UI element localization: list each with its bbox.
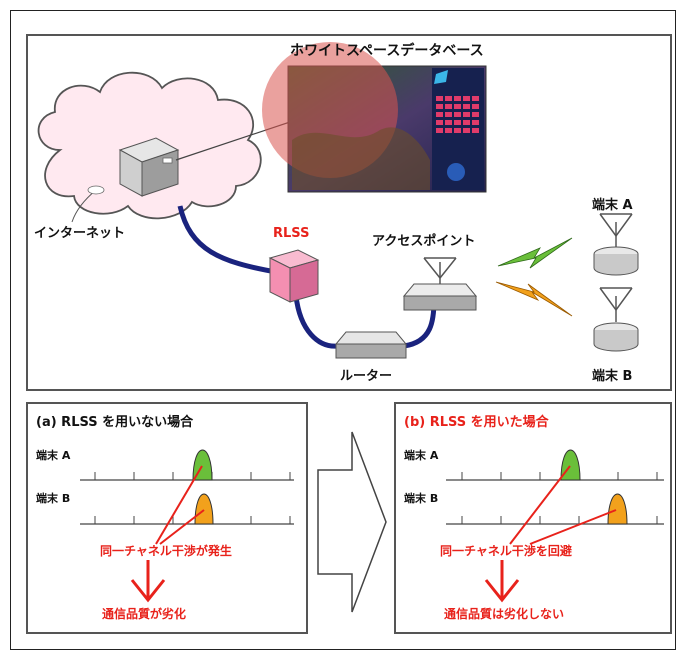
internet-label: インターネット bbox=[34, 226, 126, 241]
router-label: ルーター bbox=[340, 369, 393, 384]
rlss-label: RLSS bbox=[273, 226, 310, 241]
panel-a-interference: 同一チャネル干渉が発生 bbox=[100, 544, 232, 558]
panel-b-row-terminal-a: 端末 A bbox=[404, 449, 439, 462]
down-arrow-icon bbox=[484, 560, 520, 603]
panel-b-pointer-b bbox=[529, 509, 617, 545]
globe-mini-icon bbox=[87, 185, 105, 195]
terminal-a-label: 端末 A bbox=[592, 198, 633, 213]
panel-a-pointer-a bbox=[155, 465, 203, 545]
lightning-icon bbox=[495, 237, 573, 317]
panel-b-result: 通信品質は劣化しない bbox=[444, 607, 565, 621]
panel-a-pointer-b bbox=[159, 509, 205, 545]
rlss-box bbox=[268, 249, 320, 303]
cable-internet-rlss bbox=[177, 205, 277, 275]
panel-a-row-terminal-a: 端末 A bbox=[36, 449, 71, 462]
router-icon bbox=[334, 331, 408, 359]
right-arrow-icon bbox=[317, 431, 387, 613]
terminal-b-icon bbox=[593, 287, 639, 352]
panel-b-title: (b) RLSS を用いた場合 bbox=[404, 415, 549, 430]
panel-a-title: (a) RLSS を用いない場合 bbox=[36, 415, 194, 430]
panel-a-result: 通信品質が劣化 bbox=[102, 607, 187, 621]
panel-b-interference: 同一チャネル干渉を回避 bbox=[440, 544, 572, 558]
down-arrow-icon bbox=[130, 560, 166, 603]
panel-b-axis-a bbox=[446, 472, 664, 481]
server-icon bbox=[118, 137, 180, 197]
access-point-label: アクセスポイント bbox=[372, 234, 476, 249]
panel-a-channel-terminal-b bbox=[194, 493, 214, 525]
cable-rlss-router bbox=[293, 295, 339, 349]
database-title: ホワイトスペースデータベース bbox=[290, 43, 484, 59]
panel-b-pointer-a bbox=[509, 465, 571, 545]
access-point-icon bbox=[402, 257, 478, 311]
map-screenshot bbox=[262, 42, 487, 193]
panel-b-row-terminal-b: 端末 B bbox=[404, 492, 439, 505]
panel-a-row-terminal-b: 端末 B bbox=[36, 492, 71, 505]
terminal-b-label: 端末 B bbox=[592, 369, 633, 384]
panel-b-axis-b bbox=[446, 516, 664, 525]
panel-a-axis-a bbox=[80, 472, 294, 481]
terminal-a-icon bbox=[593, 213, 639, 276]
panel-with-rlss bbox=[394, 402, 672, 634]
panel-without-rlss bbox=[26, 402, 308, 634]
panel-b-channel-terminal-b bbox=[607, 493, 628, 525]
